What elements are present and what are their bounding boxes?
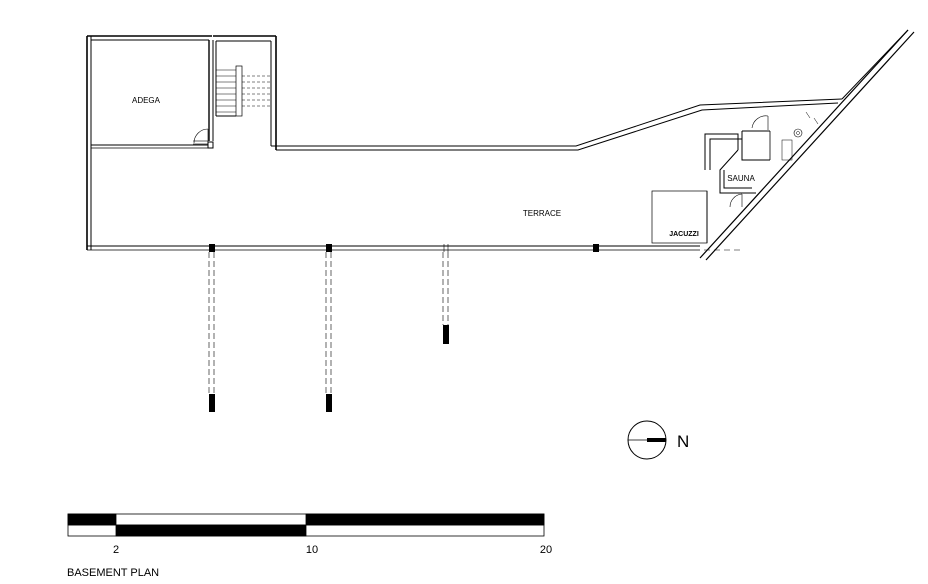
adega-door — [193, 128, 209, 145]
room-label-terrace: TERRACE — [523, 209, 561, 218]
piers — [208, 252, 449, 394]
room-label-adega: ADEGA — [132, 96, 161, 105]
north-arrow-pointer — [647, 438, 666, 442]
exterior-walls — [86, 29, 915, 261]
north-label: N — [677, 432, 689, 451]
room-label-jacuzzi: JACUZZI — [669, 231, 699, 238]
plan-title: BASEMENT PLAN — [67, 567, 159, 579]
scale-tick-10: 10 — [306, 544, 318, 556]
jacuzzi — [651, 190, 708, 244]
scale-tick-2: 2 — [113, 544, 119, 556]
terrace-columns — [209, 244, 599, 252]
scale-bar — [67, 513, 545, 537]
north-arrow — [627, 420, 667, 460]
staircase — [216, 65, 271, 117]
sauna-block — [704, 111, 819, 208]
room-label-sauna: SAUNA — [727, 174, 755, 183]
pier-footings — [209, 325, 449, 412]
scale-tick-20: 20 — [540, 544, 552, 556]
